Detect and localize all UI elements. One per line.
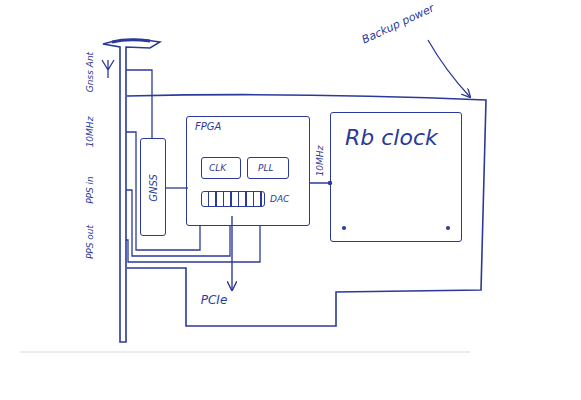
port-label: PPS out bbox=[86, 225, 95, 259]
node-text: Rb clock bbox=[345, 127, 438, 149]
fpga-box: FPGA CLK PLL DAC bbox=[186, 116, 310, 226]
node-text: CLK bbox=[209, 164, 226, 173]
bus-label: PCIe bbox=[201, 294, 228, 306]
port-label: PPS in bbox=[86, 176, 95, 204]
wire bbox=[126, 132, 200, 250]
node-text: FPGA bbox=[195, 122, 221, 132]
leader-line bbox=[428, 40, 470, 97]
page-edge bbox=[20, 352, 470, 353]
mount-dot bbox=[446, 226, 450, 230]
antenna-symbol bbox=[102, 60, 114, 78]
gnss-box: GNSS bbox=[140, 138, 166, 236]
pcie-arrow bbox=[231, 216, 232, 290]
node-text: PLL bbox=[258, 164, 273, 173]
port-label: 10MHz bbox=[86, 117, 95, 148]
dac-box: DAC bbox=[201, 191, 265, 207]
node-text: GNSS bbox=[149, 174, 159, 202]
junction-dot bbox=[328, 181, 332, 185]
wire bbox=[166, 187, 188, 188]
edge-label: 10MHz bbox=[316, 146, 325, 177]
rb-clock-box: Rb clock bbox=[330, 112, 462, 242]
node-text: DAC bbox=[270, 195, 289, 204]
card-outline bbox=[127, 95, 486, 326]
bracket-tab bbox=[112, 40, 150, 42]
pll-box: PLL bbox=[247, 157, 289, 179]
wire bbox=[126, 226, 260, 262]
port-label: Gnss Ant bbox=[86, 52, 95, 92]
wire bbox=[126, 70, 152, 138]
clock-box: CLK bbox=[201, 157, 241, 179]
mount-dot bbox=[342, 226, 346, 230]
signal-line bbox=[310, 182, 330, 184]
